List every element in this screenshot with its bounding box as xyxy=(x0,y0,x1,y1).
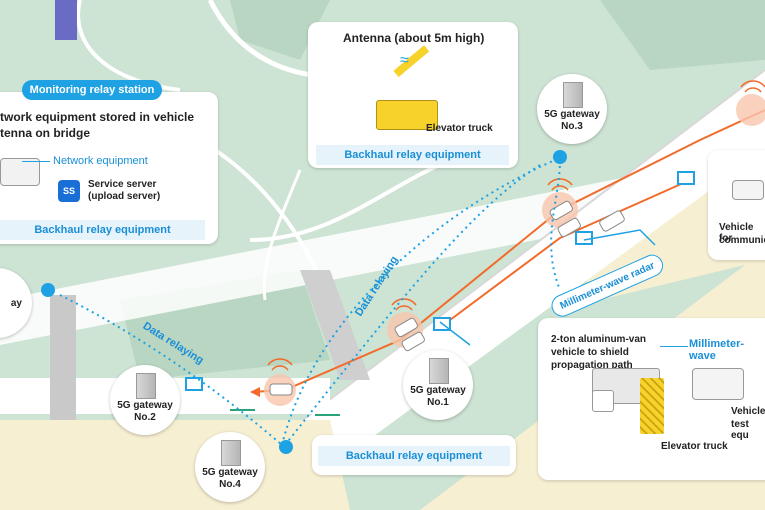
car-icon xyxy=(549,200,573,221)
gateway-box-icon xyxy=(563,82,583,108)
antenna-icon: ≈ xyxy=(400,52,409,69)
tree-patch xyxy=(600,0,765,70)
gateway-no3-line1: 5G gateway xyxy=(544,109,600,120)
gateway-box-icon xyxy=(136,373,156,399)
antenna-relay-bar: Backhaul relay equipment xyxy=(316,145,509,165)
network-line xyxy=(22,161,50,162)
right-panel-line1: 2-ton aluminum-van xyxy=(551,334,647,345)
water-marker xyxy=(55,0,77,40)
right-vehicle-line2: test equ xyxy=(731,419,749,441)
antenna-callout xyxy=(308,22,518,168)
car-icon xyxy=(599,210,625,232)
grey-road xyxy=(300,270,370,380)
gateway-no1: 5G gateway No.1 xyxy=(403,350,473,420)
gateway-no2-line2: No.2 xyxy=(134,412,156,423)
tree-patch xyxy=(230,0,330,60)
radar-device-icon xyxy=(677,171,695,185)
gateway-box-icon xyxy=(429,358,449,384)
elevator-truck-icon xyxy=(376,100,438,130)
gateway-no2-line1: 5G gateway xyxy=(117,400,173,411)
network-equipment-label: Network equipment xyxy=(53,155,148,167)
gateway-no4: 5G gateway No.4 xyxy=(195,432,265,502)
main-road-edge xyxy=(249,69,765,461)
van-cab xyxy=(592,390,614,412)
car-icon xyxy=(401,331,425,352)
server-badge: SS xyxy=(62,186,75,196)
antenna-truck-label: Elevator truck xyxy=(426,123,493,134)
monitoring-pill: Monitoring relay station xyxy=(22,80,162,100)
relay-node-icon xyxy=(553,150,567,164)
radar-bracket xyxy=(439,229,656,346)
bottom-sand xyxy=(0,420,350,510)
right-panel-line2: vehicle to shield xyxy=(551,347,629,358)
park-path xyxy=(249,158,451,242)
gateway-no4-line2: No.4 xyxy=(219,479,241,490)
monitoring-title-line1: twork equipment stored in vehicle xyxy=(0,110,195,124)
bottom-relay-bar: Backhaul relay equipment xyxy=(318,446,510,466)
car-icon xyxy=(557,217,581,238)
main-road xyxy=(250,70,765,490)
gateway-no1-line2: No.1 xyxy=(427,397,449,408)
right-panel-line3: propagation path xyxy=(551,360,633,371)
relay-node-icon xyxy=(279,440,293,454)
signal-arrow xyxy=(250,387,260,397)
antenna-title: Antenna (about 5m high) xyxy=(343,31,485,45)
data-relay-lines xyxy=(59,159,561,446)
monitoring-title-line2: tenna on bridge xyxy=(0,126,90,140)
radar-device-icon xyxy=(575,231,593,245)
right-vehicle-line1: Vehicle xyxy=(731,406,765,417)
gateway-no1-line1: 5G gateway xyxy=(410,385,466,396)
gateway-no4-line1: 5G gateway xyxy=(202,467,258,478)
service-server-label: Service server xyxy=(88,179,157,190)
signal-path-orange-2 xyxy=(449,179,691,321)
mmw-line xyxy=(660,346,688,347)
right-top-line1: Vehicle for xyxy=(719,222,754,244)
right-elevator-label: Elevator truck xyxy=(661,441,728,452)
van-icon xyxy=(0,158,40,186)
mmw-label: Millimeter-wave xyxy=(689,338,745,362)
gateway-no2: 5G gateway No.2 xyxy=(110,365,180,435)
gateway-edge-line1: ay xyxy=(10,298,22,309)
gateway-box-icon xyxy=(221,440,241,466)
test-vehicle-icon xyxy=(692,368,744,400)
relay-node-icon xyxy=(41,283,55,297)
car-icon xyxy=(269,383,293,396)
server-icon: SS xyxy=(58,180,80,202)
service-server-sub: (upload server) xyxy=(88,191,161,202)
gateway-no3-line2: No.3 xyxy=(561,121,583,132)
car-icon xyxy=(394,317,418,338)
radar-device-icon xyxy=(185,377,203,391)
comm-vehicle-icon xyxy=(732,180,764,200)
gateway-no3: 5G gateway No.3 xyxy=(537,74,607,144)
right-top-panel xyxy=(708,150,765,260)
vehicle-glow xyxy=(736,94,765,126)
right-top-line2: communica xyxy=(719,235,765,246)
monitoring-relay-bar: Backhaul relay equipment xyxy=(0,220,205,240)
lift-icon xyxy=(640,378,664,434)
signal-wave-icon xyxy=(267,80,765,371)
